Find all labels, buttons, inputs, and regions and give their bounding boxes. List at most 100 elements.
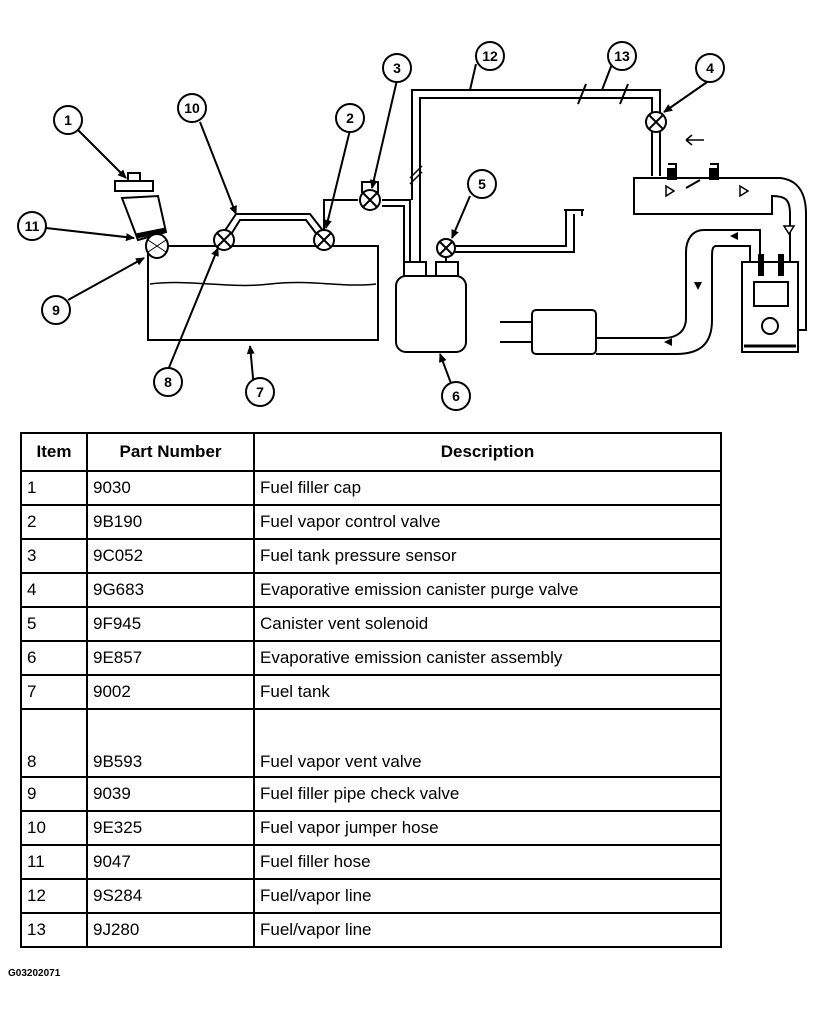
cell-part-number: 9C052: [86, 538, 255, 574]
cell-part-number: 9E325: [86, 810, 255, 846]
callout-label: 11: [25, 218, 40, 234]
cell-description: Evaporative emission canister assembly: [253, 640, 722, 676]
cell-part-number: 9F945: [86, 606, 255, 642]
cell-item: 9: [20, 776, 88, 812]
cell-part-number: 9S284: [86, 878, 255, 914]
cell-description: Fuel filler hose: [253, 844, 722, 880]
cell-item: 4: [20, 572, 88, 608]
callout-circle: [245, 377, 275, 407]
callout-label: 2: [346, 110, 354, 126]
callout-circle: [17, 211, 47, 241]
pressure-sensor: [359, 181, 381, 211]
cell-description: Fuel vapor control valve: [253, 504, 722, 540]
header-description: Description: [253, 432, 722, 472]
callout-2: 2: [335, 103, 365, 133]
callout-6: 6: [441, 381, 471, 411]
cell-item: 11: [20, 844, 88, 880]
cell-item: 10: [20, 810, 88, 846]
cell-item: 2: [20, 504, 88, 540]
cell-description: Fuel/vapor line: [253, 912, 722, 948]
callout-circle: [41, 295, 71, 325]
callout-5: 5: [467, 169, 497, 199]
cell-item: 5: [20, 606, 88, 642]
callout-circle: [335, 103, 365, 133]
leader-lines: [45, 63, 711, 389]
callout-7: 7: [245, 377, 275, 407]
callout-label: 13: [614, 48, 630, 64]
callout-circle: [695, 53, 725, 83]
cell-description: Fuel filler cap: [253, 470, 722, 506]
callout-4: 4: [695, 53, 725, 83]
callout-label: 12: [482, 48, 498, 64]
callout-label: 9: [52, 302, 60, 318]
callout-label: 5: [478, 176, 486, 192]
fuel-tank: [147, 245, 379, 341]
cell-item: 12: [20, 878, 88, 914]
vapor-vent-valve: [213, 229, 235, 251]
callout-label: 3: [393, 60, 401, 76]
cell-part-number: 9G683: [86, 572, 255, 608]
cell-description: Fuel vapor vent valve: [253, 708, 722, 778]
cell-part-number: 9030: [86, 470, 255, 506]
cell-description: Fuel tank: [253, 674, 722, 710]
callout-circle: [441, 381, 471, 411]
cell-description: Fuel vapor jumper hose: [253, 810, 722, 846]
callout-3: 3: [382, 53, 412, 83]
tank-to-canister-line: [323, 199, 411, 262]
callout-12: 12: [475, 41, 505, 71]
callout-8: 8: [153, 367, 183, 397]
cell-description: Fuel filler pipe check valve: [253, 776, 722, 812]
callout-9: 9: [41, 295, 71, 325]
callout-circle: [382, 53, 412, 83]
cell-description: Evaporative emission canister purge valv…: [253, 572, 722, 608]
cell-part-number: 9047: [86, 844, 255, 880]
callout-label: 6: [452, 388, 460, 404]
cell-item: 1: [20, 470, 88, 506]
canister-vent-solenoid: [436, 209, 584, 262]
jumper-hose: [223, 213, 325, 237]
callout-circle: [607, 41, 637, 71]
cell-part-number: 9002: [86, 674, 255, 710]
intake-duct: [500, 229, 761, 355]
cell-description: Fuel/vapor line: [253, 878, 722, 914]
engine-cylinder: [741, 254, 799, 353]
cell-part-number: 9E857: [86, 640, 255, 676]
cell-description: Fuel tank pressure sensor: [253, 538, 722, 574]
callout-11: 11: [17, 211, 47, 241]
callout-label: 4: [706, 60, 714, 76]
callout-13: 13: [607, 41, 637, 71]
canister: [395, 261, 467, 353]
cell-item: 7: [20, 674, 88, 710]
cell-item: 13: [20, 912, 88, 948]
callout-circle: [475, 41, 505, 71]
callout-label: 8: [164, 374, 172, 390]
callout-label: 10: [184, 100, 200, 116]
callout-1: 1: [53, 105, 83, 135]
callout-label: 1: [64, 112, 72, 128]
header-part-number: Part Number: [86, 432, 255, 472]
cell-item: 8: [20, 708, 88, 778]
cell-item: 3: [20, 538, 88, 574]
callout-label: 7: [256, 384, 264, 400]
callout-circle: [177, 93, 207, 123]
callout-circle: [53, 105, 83, 135]
cell-part-number: 9039: [86, 776, 255, 812]
callout-circle: [467, 169, 497, 199]
callout-circle: [153, 367, 183, 397]
header-item: Item: [20, 432, 88, 472]
